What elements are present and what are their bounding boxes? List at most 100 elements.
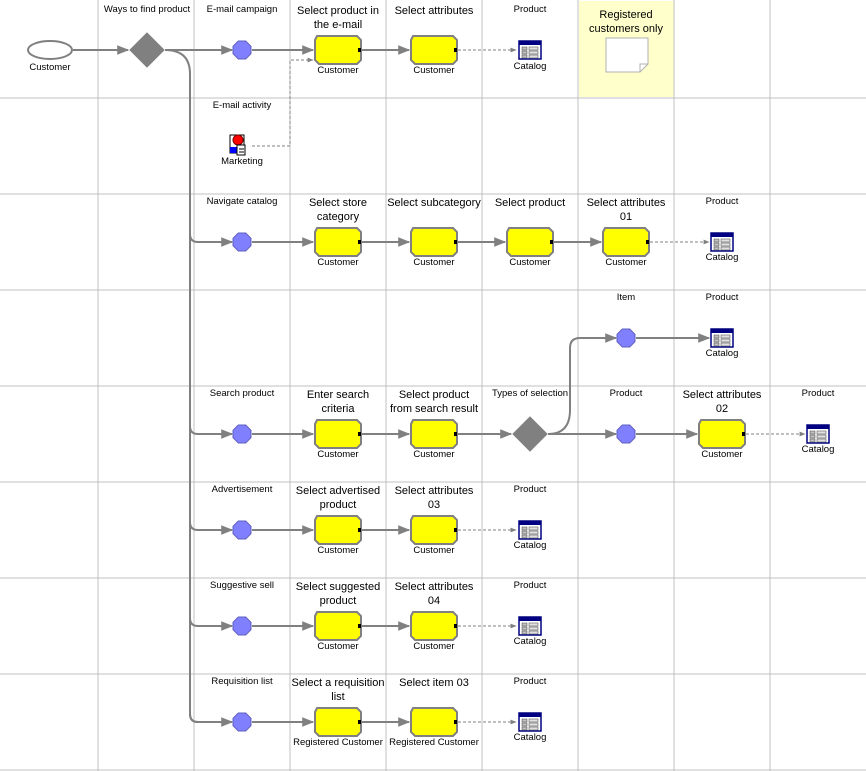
node-label: Customer [413, 449, 455, 460]
decision-diamond-icon [512, 416, 548, 452]
cell-title: Select a requisition list [291, 677, 385, 703]
node-label: Customer [317, 641, 359, 652]
activity-box-icon [410, 515, 458, 545]
note-page-icon [605, 37, 649, 73]
cell-title: Product [801, 388, 835, 399]
activity-box-icon [410, 227, 458, 257]
node-label: Customer [29, 62, 71, 73]
node-label: Customer [605, 257, 647, 268]
event-octagon-icon [232, 616, 252, 636]
node-label: Catalog [801, 444, 835, 455]
cell-title: Select product [494, 197, 566, 209]
activity-box-icon [506, 227, 554, 257]
activity-box-icon [314, 515, 362, 545]
activity-box-icon [602, 227, 650, 257]
node-label: Catalog [705, 252, 739, 263]
cell-title: Select product from search result [389, 389, 479, 415]
cell-title: Select product in the e-mail [297, 5, 379, 31]
node-label: Catalog [705, 348, 739, 359]
node-label: Catalog [513, 61, 547, 72]
cell-title: Select attributes [394, 5, 474, 17]
cell-title: Product [609, 388, 643, 399]
cell-title: Select attributes 02 [682, 389, 762, 415]
node-label: Customer [317, 65, 359, 76]
event-octagon-icon [232, 712, 252, 732]
node-label: Catalog [513, 732, 547, 743]
cell-title: Item [616, 292, 636, 303]
flow-connector [189, 617, 234, 631]
node-label: Customer [413, 545, 455, 556]
cell-title: Advertisement [211, 484, 273, 495]
cell-title: E-mail campaign [206, 4, 278, 15]
activity-box-icon [314, 227, 362, 257]
cell-title: Product [513, 676, 547, 687]
catalog-data-icon [806, 424, 830, 444]
activity-box-icon [410, 35, 458, 65]
event-octagon-icon [616, 328, 636, 348]
data-connector [252, 57, 314, 147]
node-label: Customer [317, 257, 359, 268]
cell-title: Types of selection [491, 388, 569, 399]
node-label: Catalog [513, 636, 547, 647]
cell-title: Select attributes 04 [394, 581, 474, 607]
node-label: Customer [413, 65, 455, 76]
flow-connector [189, 521, 234, 535]
flow-connector [189, 425, 234, 439]
catalog-data-icon [518, 712, 542, 732]
node-label: Customer [509, 257, 551, 268]
activity-box-icon [314, 419, 362, 449]
catalog-data-icon [518, 40, 542, 60]
catalog-data-icon [518, 616, 542, 636]
event-octagon-icon [232, 520, 252, 540]
activity-box-icon [410, 611, 458, 641]
event-octagon-icon [616, 424, 636, 444]
cell-title: Product [513, 4, 547, 15]
event-octagon-icon [232, 232, 252, 252]
node-label: Registered Customer [389, 737, 479, 748]
marketing-icon [229, 134, 246, 156]
node-label: Customer [701, 449, 743, 460]
event-octagon-icon [232, 40, 252, 60]
start-oval-icon [27, 40, 73, 60]
node-label: Registered Customer [293, 737, 383, 748]
node-label: Customer [317, 449, 359, 460]
decision-diamond-icon [129, 32, 165, 68]
cell-title: Product [705, 292, 739, 303]
node-label: Catalog [513, 540, 547, 551]
cell-title: Suggestive sell [210, 580, 274, 591]
cell-title: Requisition list [211, 676, 273, 687]
activity-box-icon [410, 707, 458, 737]
cell-title: Select attributes 01 [586, 197, 666, 223]
activity-box-icon [698, 419, 746, 449]
cell-title: Navigate catalog [206, 196, 278, 207]
cell-title: Registered customers only [589, 9, 663, 35]
cell-title: E-mail activity [212, 100, 272, 111]
node-label: Customer [413, 641, 455, 652]
cell-title: Select store category [308, 197, 368, 223]
cell-title: Product [705, 196, 739, 207]
node-label: Customer [413, 257, 455, 268]
cell-title: Product [513, 484, 547, 495]
flow-connector [189, 233, 234, 247]
activity-box-icon [410, 419, 458, 449]
cell-title: Search product [209, 388, 275, 399]
cell-title: Enter search criteria [306, 389, 370, 415]
flow-connector [547, 333, 618, 435]
cell-title: Product [513, 580, 547, 591]
event-octagon-icon [232, 424, 252, 444]
activity-box-icon [314, 707, 362, 737]
cell-title: Ways to find product [103, 4, 191, 15]
cell-title: Select item 03 [399, 677, 469, 689]
catalog-data-icon [710, 232, 734, 252]
node-label: Marketing [221, 156, 263, 167]
node-label: Customer [317, 545, 359, 556]
catalog-data-icon [710, 328, 734, 348]
catalog-data-icon [518, 520, 542, 540]
cell-title: Select advertised product [295, 485, 381, 511]
cell-title: Select attributes 03 [394, 485, 474, 511]
cell-title: Select suggested product [295, 581, 381, 607]
activity-box-icon [314, 611, 362, 641]
activity-box-icon [314, 35, 362, 65]
